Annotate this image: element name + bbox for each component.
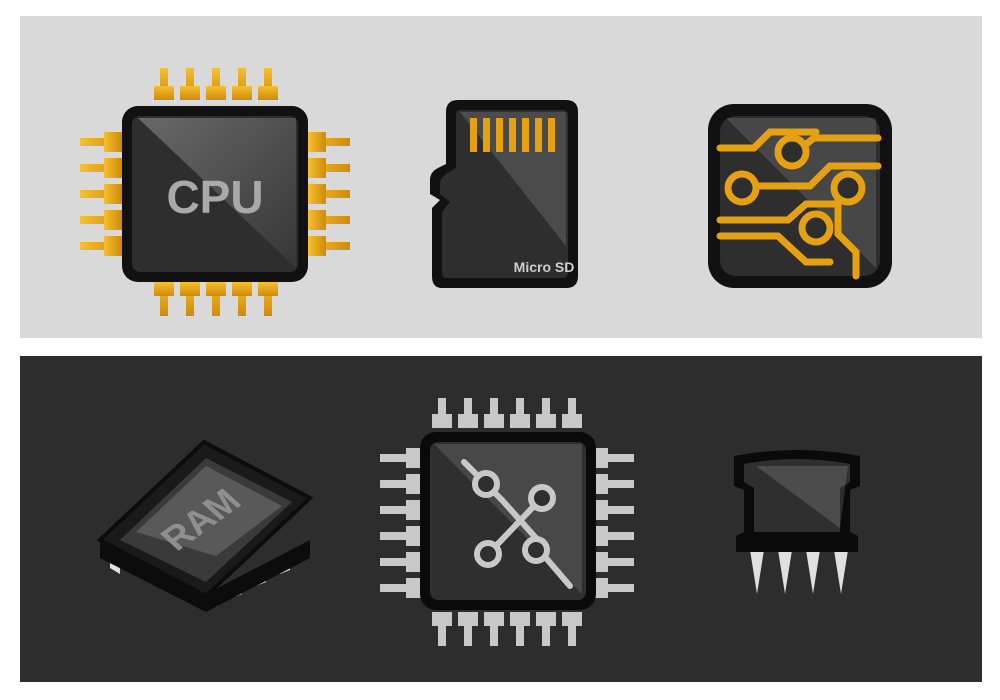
processor-left-pins bbox=[380, 448, 426, 598]
cpu-right-pins bbox=[306, 132, 350, 256]
cpu-left-pins bbox=[80, 132, 124, 256]
chip-connector-icon bbox=[722, 444, 872, 604]
sd-contacts bbox=[470, 118, 555, 152]
light-icon-panel: CPU Micro SD bbox=[20, 16, 982, 338]
processor-top-pins bbox=[432, 398, 582, 428]
cpu-label: CPU bbox=[166, 171, 263, 223]
micro-sd-card-icon: Micro SD bbox=[426, 96, 586, 296]
ram-chip-icon: RAM bbox=[96, 436, 336, 616]
processor-bottom-pins bbox=[432, 612, 582, 646]
cpu-top-pins bbox=[154, 68, 278, 100]
network-nodes bbox=[472, 470, 556, 568]
circuit-board-icon bbox=[706, 102, 896, 292]
dark-icon-panel: RAM bbox=[20, 356, 982, 682]
processor-network-icon bbox=[376, 398, 636, 648]
circuit-traces bbox=[716, 128, 882, 280]
micro-sd-label: Micro SD bbox=[514, 259, 575, 275]
circuit-pads bbox=[724, 134, 866, 246]
connector-pins bbox=[750, 550, 848, 594]
cpu-chip-icon: CPU bbox=[76, 68, 350, 318]
cpu-bottom-pins bbox=[154, 282, 278, 316]
